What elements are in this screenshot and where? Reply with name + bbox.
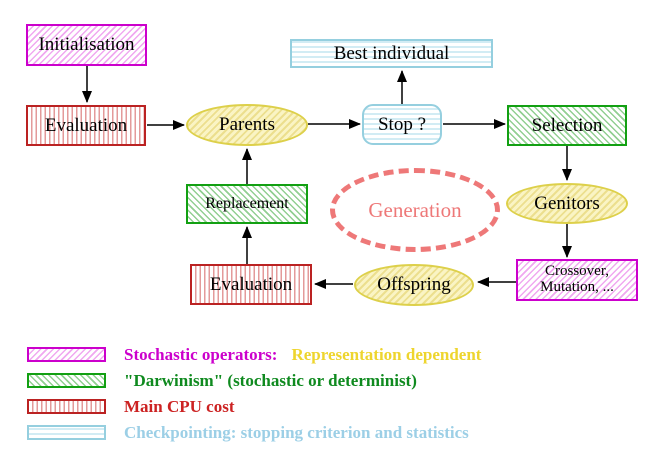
node-replacement: Replacement [186,184,308,224]
node-offspring: Offspring [354,264,474,306]
node-selection: Selection [507,105,627,146]
node-stop: Stop ? [362,104,442,145]
legend-label-darwinism: "Darwinism" (stochastic or determinist) [124,371,417,390]
node-evaluation-bottom: Evaluation [190,264,312,305]
legend-swatch-red [27,399,106,414]
legend-row-darwinism: "Darwinism" (stochastic or determinist) [0,371,662,391]
node-best-individual: Best individual [290,39,493,68]
node-parents: Parents [186,104,308,146]
legend-swatch-green [27,373,106,388]
legend-swatch-magenta [27,347,106,362]
node-crossover-mutation: Crossover, Mutation, ... [516,259,638,301]
node-initialisation: Initialisation [26,24,147,66]
legend-label-stochastic: Stochastic operators: Representation depe… [124,345,481,365]
crossover-line2: Mutation, ... [540,279,614,295]
legend-row-checkpointing: Checkpointing: stopping criterion and st… [0,423,662,443]
node-evaluation-top: Evaluation [26,105,146,146]
legend-swatch-cyan [27,425,106,440]
legend-stochastic-title: Stochastic operators: [124,345,278,364]
legend-stochastic-subtitle: Representation dependent [291,345,482,364]
node-generation: Generation [330,168,500,252]
crossover-line1: Crossover, [545,263,609,280]
legend-row-cpu-cost: Main CPU cost [0,397,662,417]
legend-label-cpu-cost: Main CPU cost [124,397,235,416]
legend-row-stochastic: Stochastic operators: Representation depe… [0,345,662,365]
node-genitors: Genitors [506,183,628,224]
legend-label-checkpointing: Checkpointing: stopping criterion and st… [124,423,469,442]
